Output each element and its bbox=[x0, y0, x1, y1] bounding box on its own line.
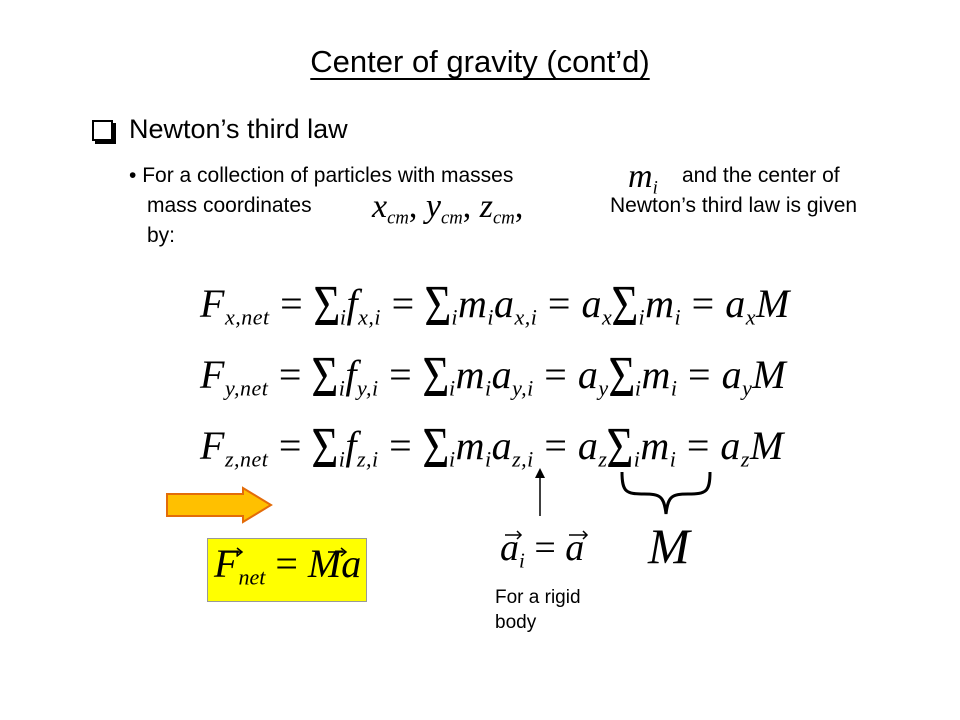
right-arrow-icon bbox=[166, 486, 273, 524]
bullet-text-3: by: bbox=[147, 224, 176, 247]
mass-symbol: mi bbox=[628, 158, 658, 199]
vector-arrows-icon bbox=[222, 547, 348, 557]
bullet-text-2a: mass coordinates bbox=[147, 194, 312, 217]
bullet-line-1: • For a collection of particles with mas… bbox=[129, 164, 513, 188]
curly-brace-icon bbox=[620, 471, 712, 515]
bullet-marker: • bbox=[129, 164, 137, 187]
accel-vector-arrows-icon bbox=[505, 530, 589, 540]
result-highlight-box bbox=[207, 538, 367, 602]
bullet-text-2b: Newton’s third law is given bbox=[610, 194, 858, 217]
total-mass-label: M bbox=[648, 518, 690, 574]
equation-x: Fx,net = Σifx,i = Σimiax,i = axΣimi = ax… bbox=[200, 273, 790, 338]
rigid-body-condition: ai = a bbox=[500, 527, 585, 573]
bullet-text-1a: For a collection of particles with masse… bbox=[142, 164, 514, 187]
bullet-text-1b: and the center of bbox=[682, 164, 840, 187]
newton-second-law-result: Fnet = Ma bbox=[214, 541, 362, 590]
checkbox-bullet-icon bbox=[92, 120, 113, 141]
slide-title: Center of gravity (cont’d) bbox=[310, 44, 650, 79]
rigid-body-caption: For a rigid body bbox=[495, 587, 581, 633]
equation-y: Fy,net = Σify,i = Σimiay,i = ayΣimi = ay… bbox=[200, 344, 787, 409]
equation-z: Fz,net = Σifz,i = Σimiaz,i = azΣimi = az… bbox=[200, 415, 784, 480]
up-arrow-icon bbox=[535, 468, 545, 516]
center-of-mass-coords: xcm, ycm, zcm, bbox=[372, 188, 524, 229]
section-heading: Newton’s third law bbox=[92, 114, 348, 145]
section-heading-text: Newton’s third law bbox=[129, 114, 348, 144]
